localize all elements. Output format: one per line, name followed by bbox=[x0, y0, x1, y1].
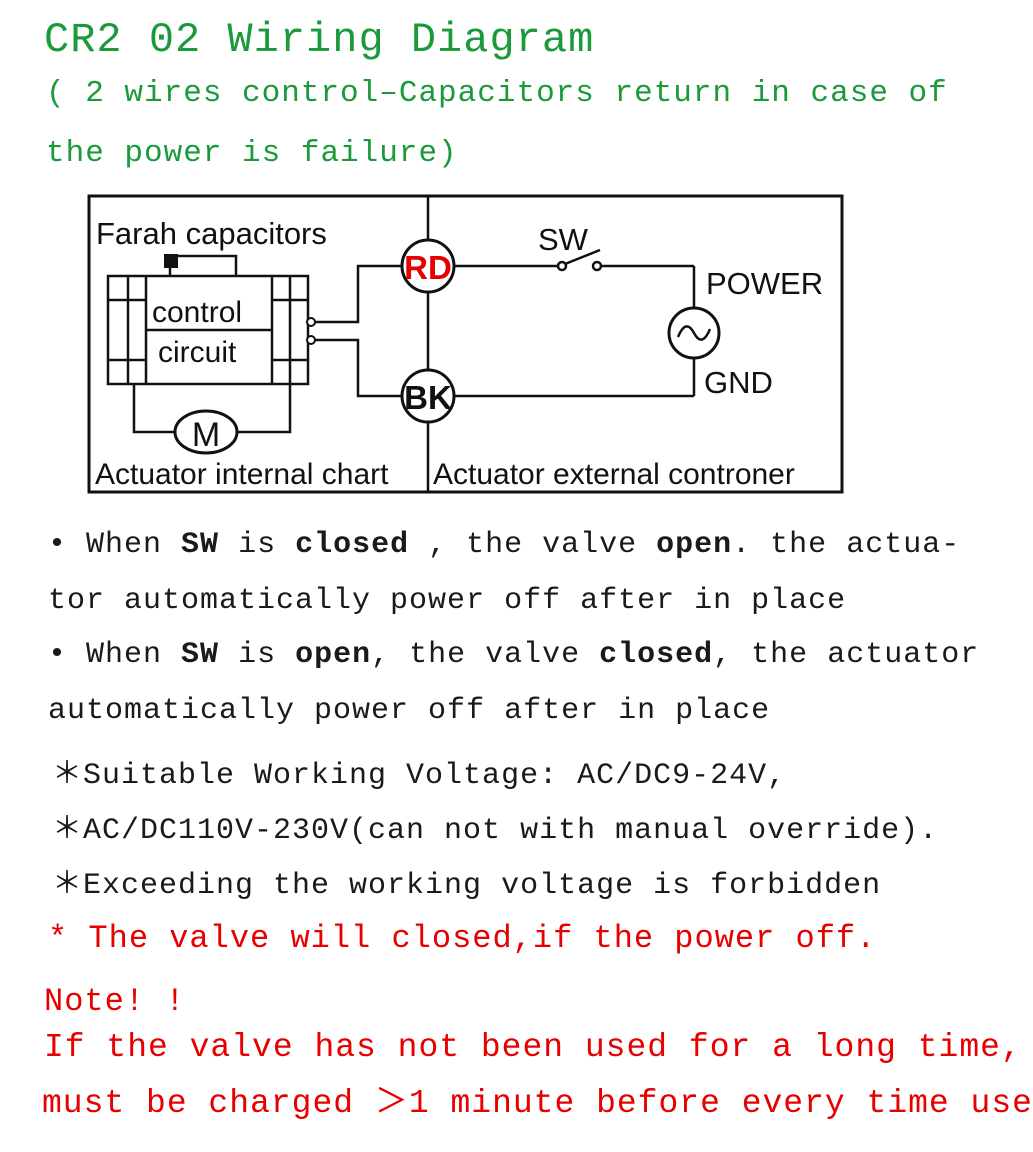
spec-forbidden: ＊Exceeding the working voltage is forbid… bbox=[52, 869, 882, 903]
diagram-frame bbox=[87, 194, 844, 494]
page-title: CR2 02 Wiring Diagram bbox=[44, 16, 595, 64]
capacitor-icon bbox=[164, 254, 178, 268]
instruction-1-cont: tor automatically power off after in pla… bbox=[48, 584, 847, 618]
label-rd: RD bbox=[404, 249, 452, 286]
label-gnd: GND bbox=[704, 365, 773, 400]
switch-symbol bbox=[556, 248, 603, 272]
note-line-1: If the valve has not been used for a lon… bbox=[44, 1029, 1022, 1066]
subtitle-line-2: the power is failure) bbox=[46, 136, 458, 171]
note-title: Note! ! bbox=[44, 983, 186, 1020]
wiring-diagram: Farah capacitors control circuit M RD BK… bbox=[87, 194, 844, 494]
label-motor: M bbox=[192, 416, 220, 454]
instruction-2-cont: automatically power off after in place bbox=[48, 694, 771, 728]
terminal-2 bbox=[306, 335, 316, 345]
label-bk: BK bbox=[404, 379, 452, 416]
actuator-body bbox=[106, 274, 310, 386]
output-wires bbox=[314, 264, 402, 398]
label-sw: SW bbox=[538, 222, 589, 257]
power-off-warning: * The valve will closed,if the power off… bbox=[48, 920, 877, 957]
ac-wave bbox=[676, 325, 712, 341]
motor-icon bbox=[173, 409, 239, 455]
label-capacitors: Farah capacitors bbox=[96, 216, 327, 251]
motor-wiring bbox=[132, 384, 292, 434]
terminal-1 bbox=[306, 317, 316, 327]
label-circuit: circuit bbox=[158, 336, 237, 369]
external-wiring bbox=[454, 264, 696, 398]
label-control: control bbox=[152, 296, 242, 329]
label-power: POWER bbox=[706, 266, 823, 301]
spec-voltage-high: ＊AC/DC110V-230V(can not with manual over… bbox=[52, 814, 939, 848]
label-external-controller: Actuator external controner bbox=[433, 458, 795, 491]
instruction-1: • When SW is closed , the valve open. th… bbox=[48, 528, 961, 562]
instruction-2: • When SW is open, the valve closed, the… bbox=[48, 638, 980, 672]
label-internal-chart: Actuator internal chart bbox=[95, 458, 389, 491]
subtitle-line-1: ( 2 wires control–Capacitors return in c… bbox=[46, 76, 948, 111]
note-line-2: must be charged ＞1 minute before every t… bbox=[42, 1085, 1033, 1122]
spec-voltage-low: ＊Suitable Working Voltage: AC/DC9-24V, bbox=[52, 759, 787, 793]
capacitor-connector bbox=[168, 254, 238, 276]
